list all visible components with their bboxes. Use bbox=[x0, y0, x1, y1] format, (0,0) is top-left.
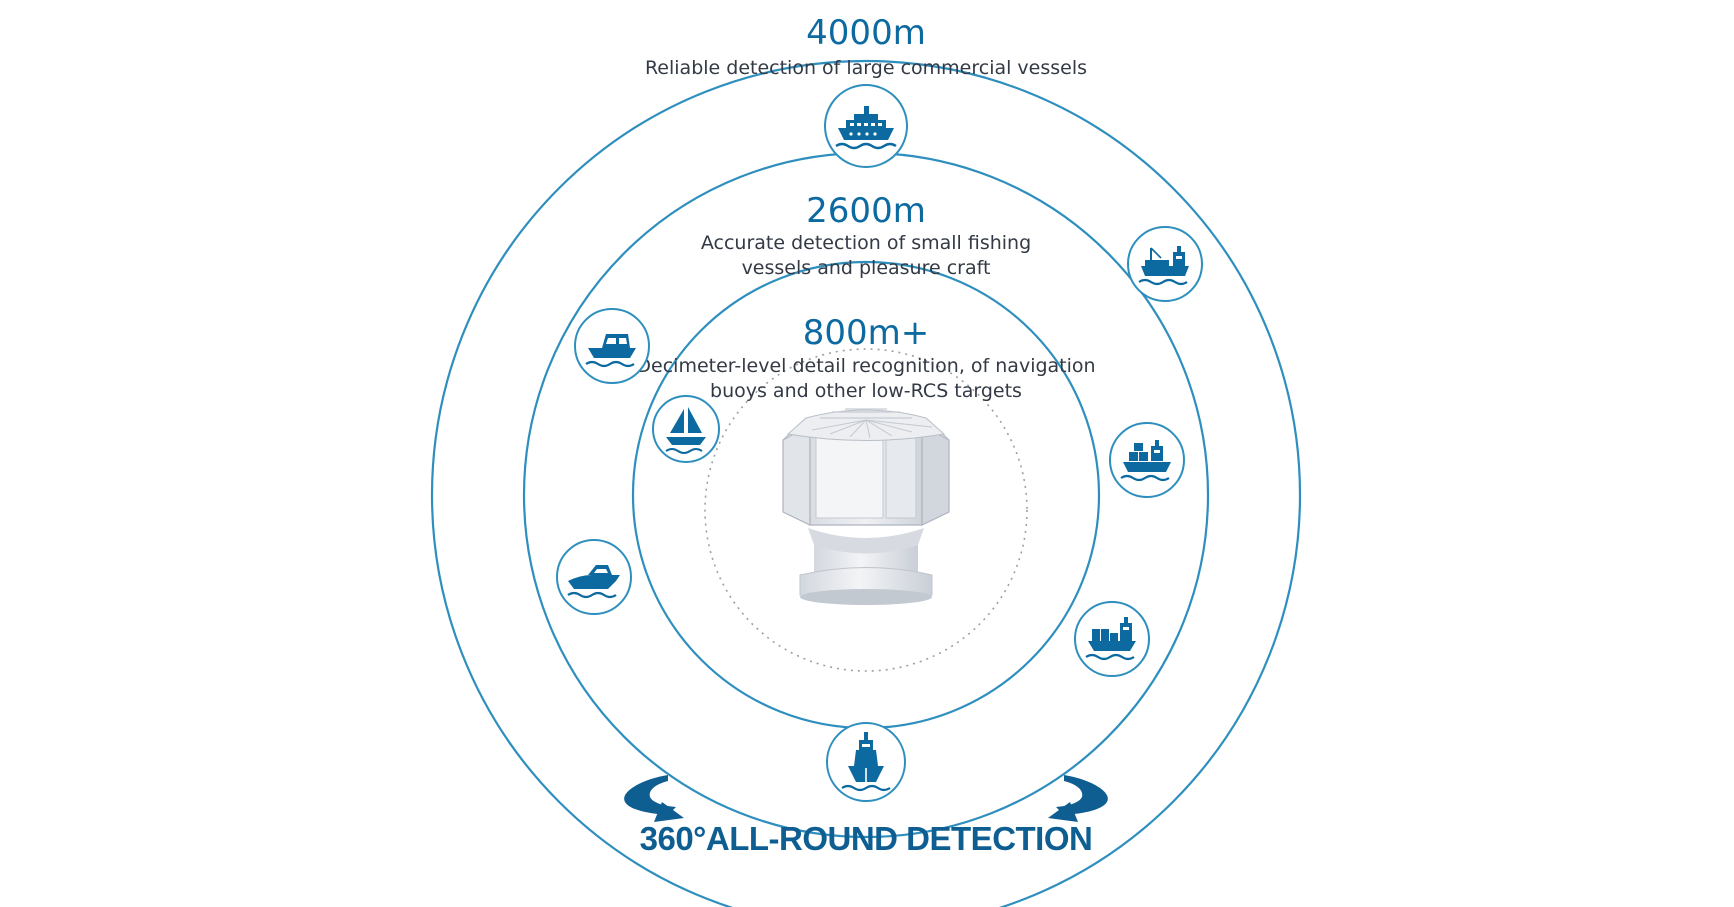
range-ring-dotted bbox=[704, 348, 1028, 672]
sailboat-icon bbox=[652, 395, 720, 463]
range-ring-outer bbox=[431, 60, 1301, 907]
middle-range-desc-line1: Accurate detection of small fishing bbox=[701, 232, 1031, 254]
speedboat-icon bbox=[556, 539, 632, 615]
middle-range-desc-line2: vessels and pleasure craft bbox=[742, 257, 991, 279]
inner-range-desc-line2: buoys and other low-RCS targets bbox=[710, 380, 1022, 402]
freighter-icon bbox=[1074, 601, 1150, 677]
cargo-ship-icon bbox=[1127, 226, 1203, 302]
rotation-arrow-right-icon bbox=[1048, 775, 1108, 822]
detection-banner-text: 360°ALL-ROUND DETECTION bbox=[640, 820, 1093, 857]
inner-range-value: 800m+ bbox=[803, 313, 930, 353]
inner-range-desc-line1: Decimeter-level detail recognition, of n… bbox=[636, 355, 1095, 377]
motor-boat-icon bbox=[574, 308, 650, 384]
rotation-arrow-left-icon bbox=[624, 775, 684, 822]
radar-unit-image bbox=[782, 408, 950, 605]
outer-range-desc: Reliable detection of large commercial v… bbox=[645, 57, 1087, 79]
middle-range-value: 2600m bbox=[806, 191, 926, 231]
outer-range-value: 4000m bbox=[806, 13, 926, 53]
ship-bow-icon bbox=[826, 722, 906, 802]
container-ship-icon bbox=[1109, 422, 1185, 498]
cruise-ship-icon bbox=[824, 84, 908, 168]
